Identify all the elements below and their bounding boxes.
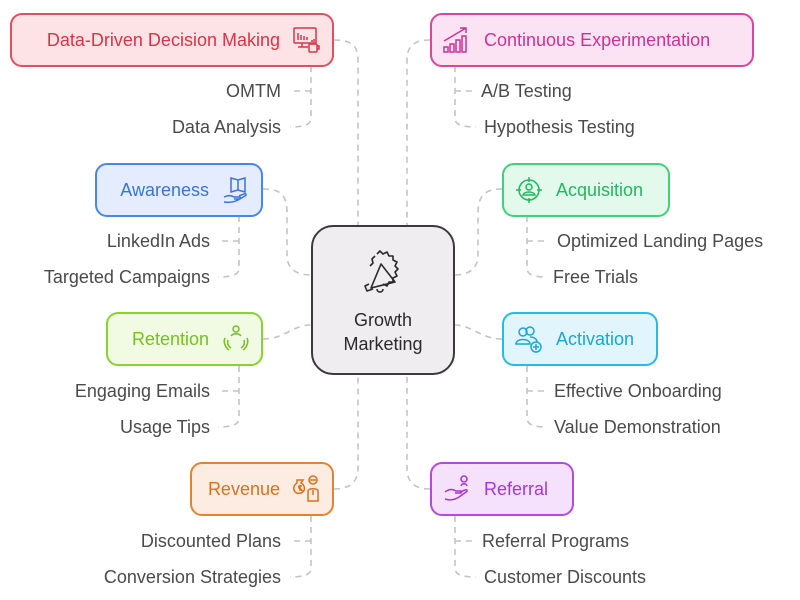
leaf-omtm: OMTM [226,81,281,101]
connector-rf [406,375,431,490]
leaf-connector-re [217,366,240,428]
analytics-monitor-icon [292,25,322,55]
connector-ac [453,324,503,340]
branch-label: Acquisition [556,179,644,200]
referral-hand-icon [442,474,472,504]
leaf-linkedin-ads: LinkedIn Ads [106,231,210,251]
leaf-free-trials: Free Trials [553,267,639,287]
connector-aw [262,188,312,276]
leaf-connector-ce [454,66,477,128]
connector-re [262,324,312,340]
branch-referral[interactable]: Referral [430,462,574,516]
connector-aq [453,188,503,276]
branch-label: Activation [556,328,635,349]
branch-awareness[interactable]: Awareness [95,163,263,217]
leaf-customer-discounts: Customer Discounts [484,567,647,587]
branch-continuous-experimentation[interactable]: Continuous Experimentation [430,13,754,67]
leaf-referral-programs: Referral Programs [482,531,630,551]
add-users-icon [514,324,544,354]
leaf-connector-ddd [289,66,312,128]
user-in-hands-icon [221,324,251,354]
growth-chart-icon [442,25,472,55]
branch-label: Data-Driven Decision Making [46,29,280,50]
leaf-engaging-emails: Engaging Emails [74,381,210,401]
center-node-growth-marketing[interactable]: Growth Marketing [311,225,455,375]
megaphone-icon [355,244,411,300]
center-label-line1: Growth [353,310,413,330]
branch-activation[interactable]: Activation [502,312,658,366]
branch-label: Retention [131,328,209,349]
leaf-discounted-plans: Discounted Plans [140,531,281,551]
leaf-targeted-campaigns: Targeted Campaigns [43,267,210,287]
connector-ddd [333,39,359,225]
branch-acquisition[interactable]: Acquisition [502,163,670,217]
leaf-optimized-landing-pages: Optimized Landing Pages [557,231,764,251]
money-bag-person-icon [292,474,322,504]
target-user-icon [514,175,544,205]
connector-rv [333,375,359,490]
branch-label: Continuous Experimentation [484,29,711,50]
leaf-connector-aw [217,216,240,278]
leaf-value-demonstration: Value Demonstration [554,417,721,437]
leaf-connector-aq [526,216,548,278]
branch-retention[interactable]: Retention [106,312,263,366]
leaf-data-analysis: Data Analysis [171,117,281,137]
leaf-connector-ac [526,366,548,428]
branch-label: Awareness [120,179,209,200]
book-in-hand-icon [221,175,251,205]
branch-data-driven-decision-making[interactable]: Data-Driven Decision Making [10,13,334,67]
branch-revenue[interactable]: Revenue [190,462,334,516]
leaf-connector-rv [289,516,312,578]
branch-label: Revenue [207,478,280,499]
leaf-hypothesis-testing: Hypothesis Testing [484,117,635,137]
leaf-usage-tips: Usage Tips [119,417,210,437]
leaf-ab-testing: A/B Testing [481,81,572,101]
leaf-connector-rf [454,516,477,578]
branch-label: Referral [484,478,549,499]
connector-ce [406,39,431,225]
center-label-line2: Marketing [343,334,423,354]
leaf-effective-onboarding: Effective Onboarding [554,381,722,401]
leaf-conversion-strategies: Conversion Strategies [103,567,281,587]
